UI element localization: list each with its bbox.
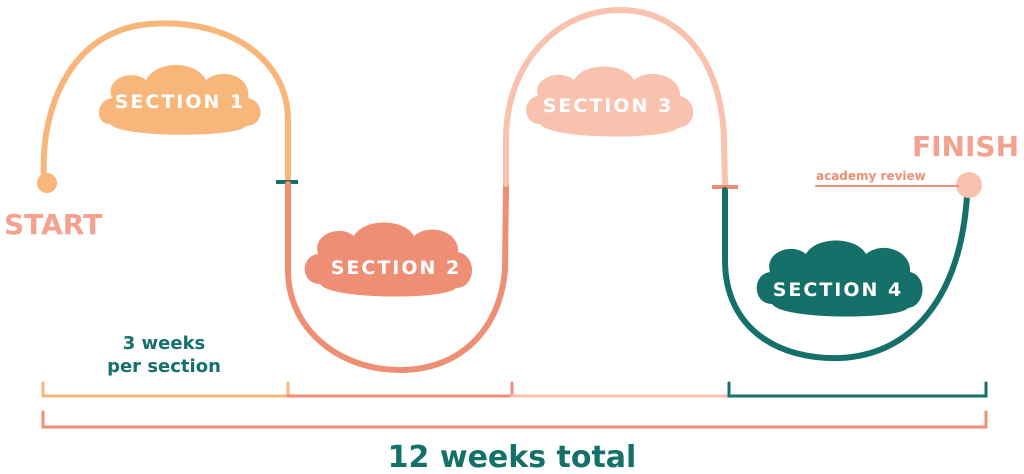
section-timeline <box>41 381 988 398</box>
per-section-note-line-1: 3 weeks <box>123 333 206 354</box>
section-1-bracket <box>41 381 290 398</box>
section-1-cloud <box>98 65 261 135</box>
section-4-label: SECTION 4 <box>773 279 904 301</box>
section-4-cloud <box>756 240 923 317</box>
total-bracket <box>41 410 988 429</box>
finish-label: FINISH <box>912 130 1019 163</box>
academy-review-label: academy review <box>816 169 926 183</box>
start-dot <box>37 173 57 193</box>
section-2-bracket <box>286 381 514 398</box>
section-4-path <box>722 187 970 362</box>
section-1-label: SECTION 1 <box>115 91 246 113</box>
section-3-group: SECTION 3 <box>503 6 738 189</box>
section-2-label: SECTION 2 <box>331 257 462 279</box>
per-section-note-line-2: per section <box>107 356 221 377</box>
section-2-path <box>285 181 509 374</box>
finish-dot <box>956 172 982 198</box>
section-3-label: SECTION 3 <box>543 95 674 117</box>
section-2-cloud <box>304 222 473 297</box>
section-3-path <box>503 6 728 189</box>
section-2-group: SECTION 2 <box>285 181 509 374</box>
section-1-group: SECTION 1 <box>37 20 298 193</box>
section-4-group: SECTION 4 <box>722 172 982 362</box>
section-3-cloud <box>526 66 694 137</box>
start-label: START <box>4 208 102 241</box>
section-4-bracket <box>727 381 988 398</box>
total-duration-label: 12 weeks total <box>388 440 637 474</box>
section-1-path <box>40 20 291 185</box>
